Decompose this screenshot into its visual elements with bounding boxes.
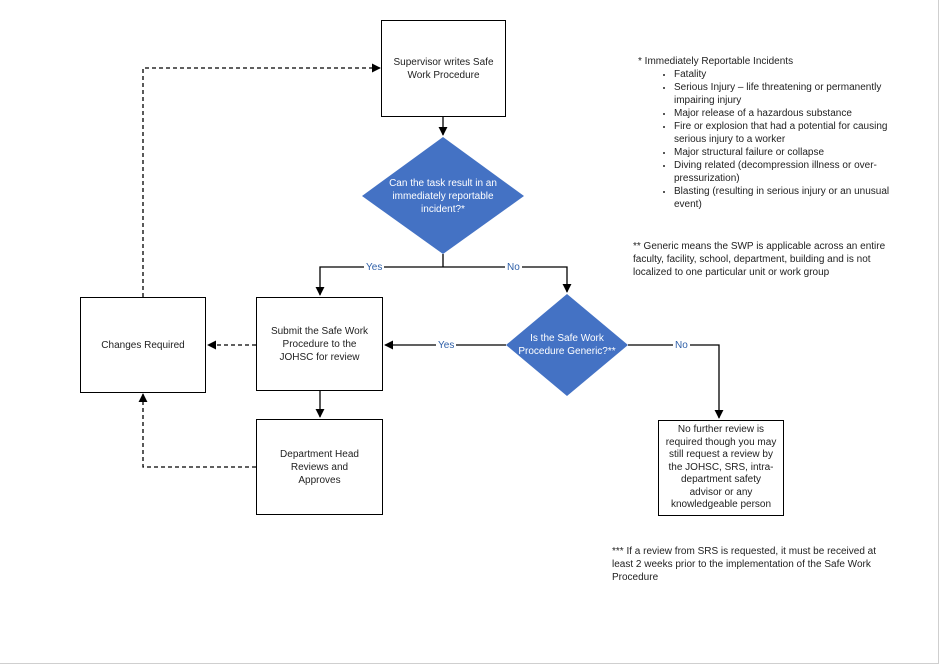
- edge-changes-to-supervisor: [142, 63, 381, 297]
- reportable-item: Major structural failure or collapse: [674, 146, 908, 159]
- edge-label-yes-reportable: Yes: [364, 262, 385, 273]
- edge-generic-no: [628, 344, 724, 419]
- node-supervisor: Supervisor writes Safe Work Procedure: [381, 20, 506, 117]
- node-department-head: Department Head Reviews and Approves: [256, 419, 383, 515]
- node-no-further-review: No further review is required though you…: [658, 420, 784, 516]
- edge-department-to-changes: [138, 393, 256, 468]
- reportable-item: Fire or explosion that had a potential f…: [674, 120, 908, 146]
- reportable-item: Diving related (decompression illness or…: [674, 159, 908, 185]
- reportable-item: Fatality: [674, 68, 908, 81]
- edge-yes-to-submit: [315, 266, 443, 296]
- edge-label-yes-generic: Yes: [436, 340, 457, 351]
- reportable-item: Blasting (resulting in serious injury or…: [674, 185, 908, 211]
- reportable-item: Serious Injury – life threatening or per…: [674, 81, 908, 107]
- edge-no-to-generic: [443, 266, 572, 293]
- reportable-item: Major release of a hazardous substance: [674, 107, 908, 120]
- reportable-incidents-note: * Immediately Reportable Incidents Fatal…: [638, 55, 908, 211]
- node-submit-johsc: Submit the Safe Work Procedure to the JO…: [256, 297, 383, 391]
- reportable-heading: * Immediately Reportable Incidents: [638, 56, 794, 67]
- decision-reportable: Can the task result in an immediately re…: [385, 168, 501, 224]
- node-changes-required: Changes Required: [80, 297, 206, 393]
- decision-reportable-shape: [362, 137, 524, 254]
- node-no-further-text: No further review is required though you…: [665, 424, 777, 511]
- srs-review-note: *** If a review from SRS is requested, i…: [612, 546, 876, 583]
- decision-generic: Is the Safe Work Procedure Generic?**: [512, 326, 622, 364]
- node-department-text: Department Head Reviews and Approves: [280, 448, 359, 486]
- edge-label-no-generic: No: [673, 340, 690, 351]
- node-submit-text: Submit the Safe Work Procedure to the JO…: [270, 325, 369, 363]
- decision-reportable-text: Can the task result in an immediately re…: [389, 177, 497, 215]
- edge-label-no-reportable: No: [505, 262, 522, 273]
- node-supervisor-text: Supervisor writes Safe Work Procedure: [393, 56, 494, 81]
- node-changes-text: Changes Required: [101, 339, 185, 351]
- reportable-list: Fatality Serious Injury – life threateni…: [638, 68, 908, 211]
- generic-definition-note: ** Generic means the SWP is applicable a…: [633, 241, 886, 278]
- decision-generic-text: Is the Safe Work Procedure Generic?**: [518, 333, 616, 357]
- decision-generic-shape: [506, 294, 628, 396]
